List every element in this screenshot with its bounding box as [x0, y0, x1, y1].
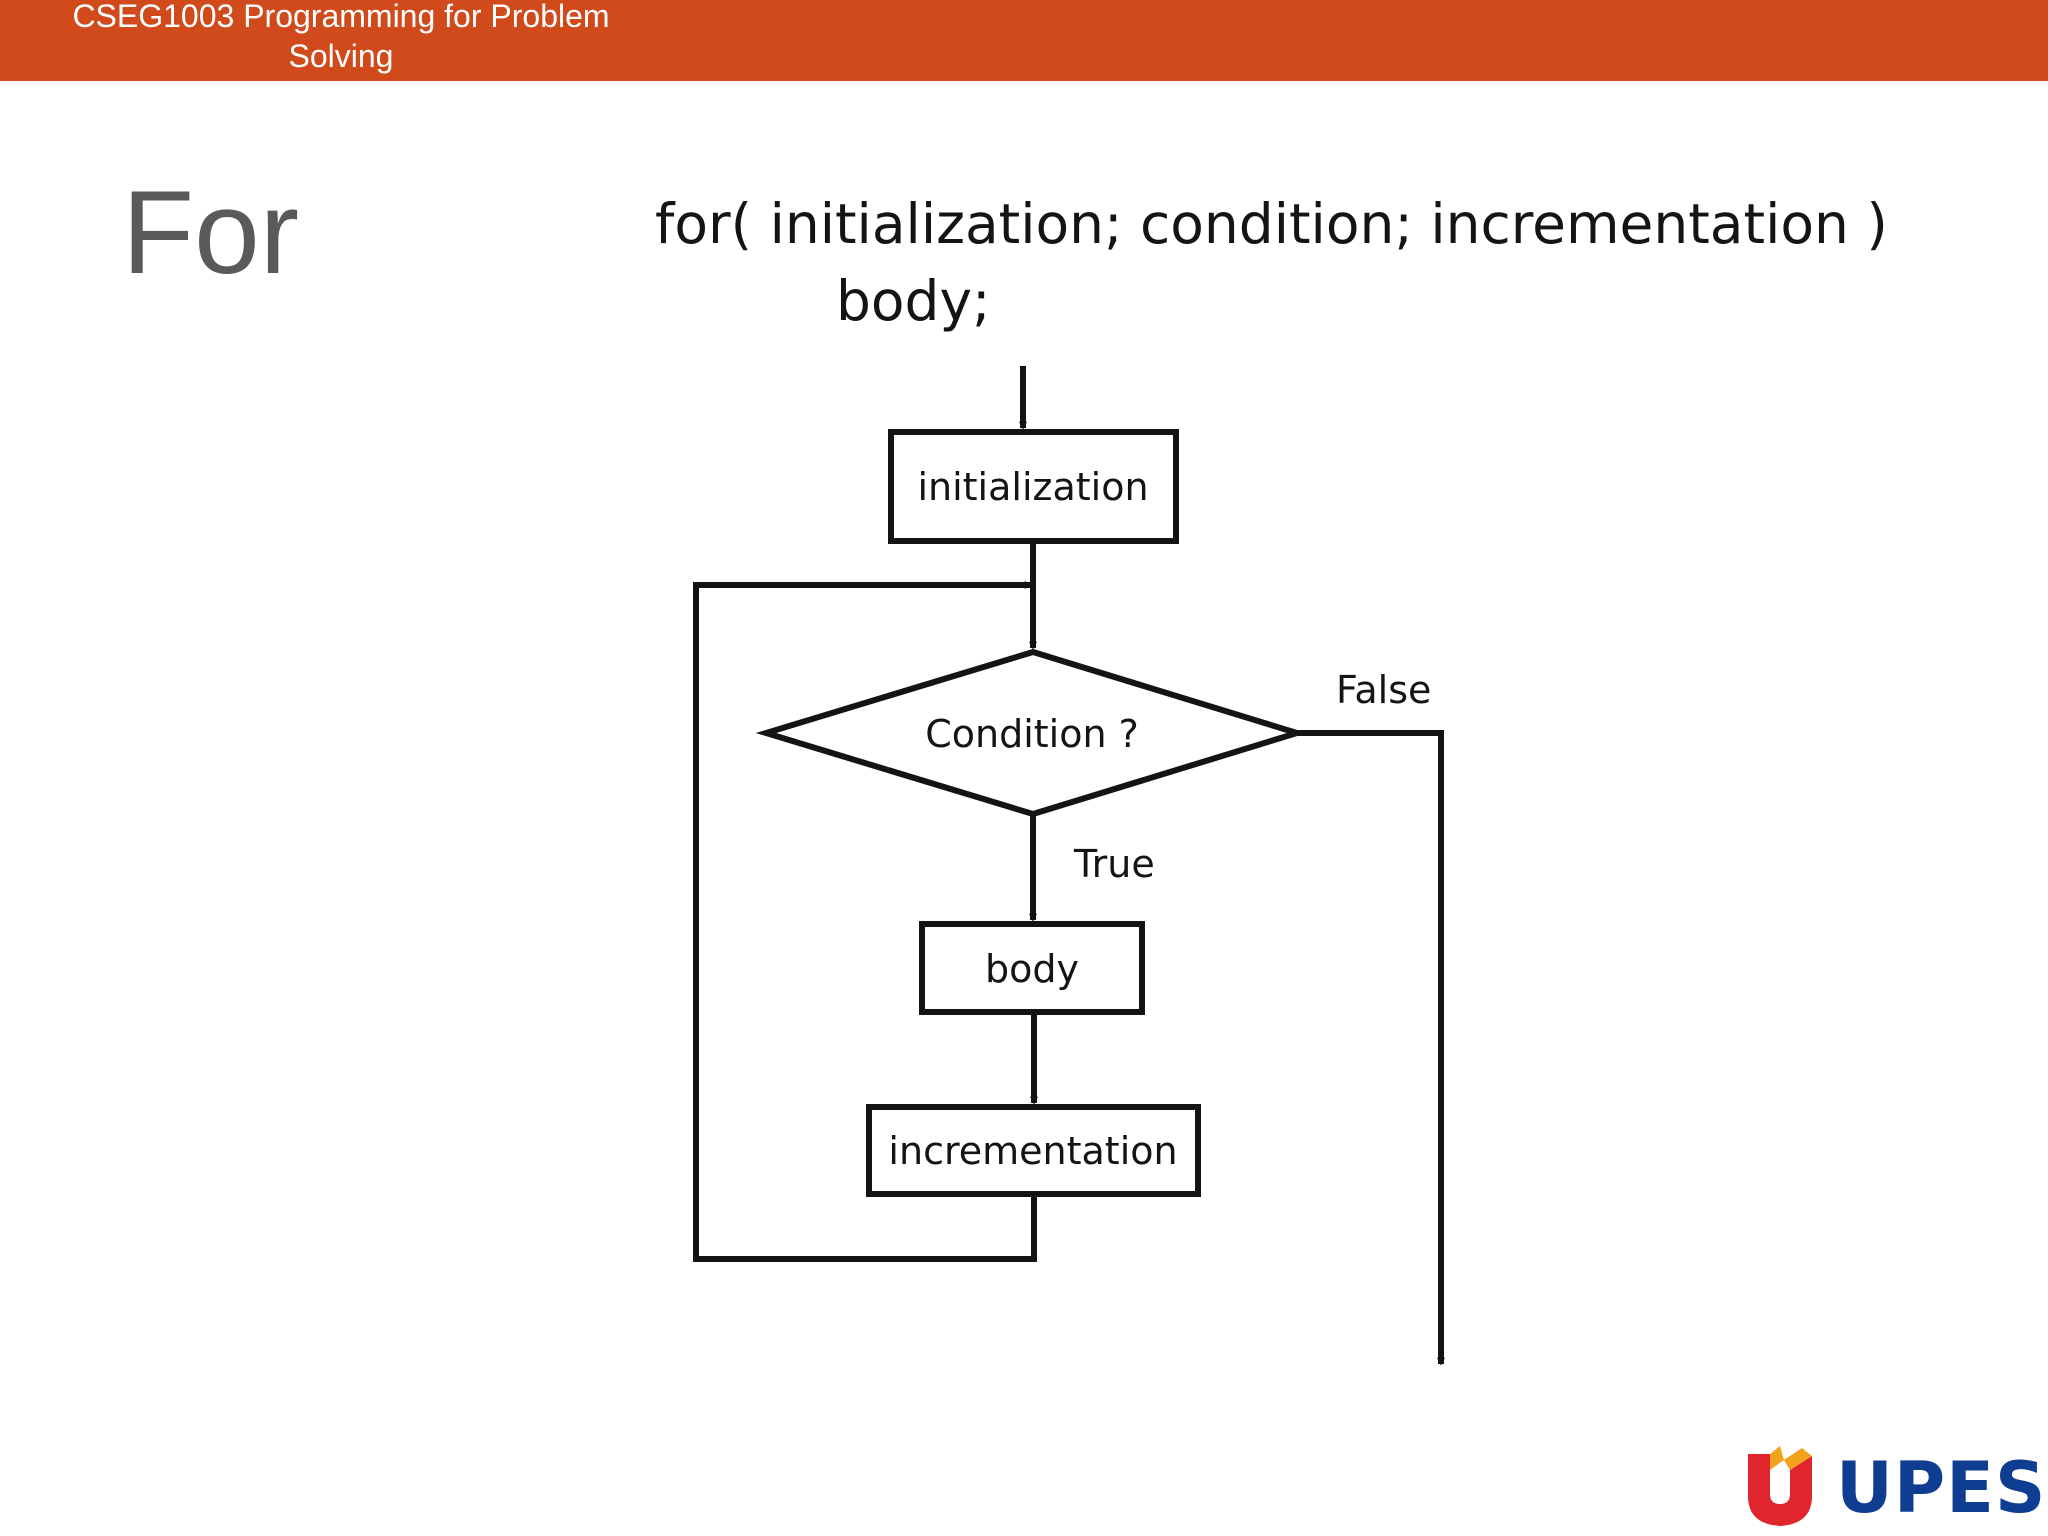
false-label: False: [1336, 668, 1431, 712]
upes-logo-text: UPES: [1836, 1447, 2047, 1529]
incrementation-label: incrementation: [888, 1129, 1177, 1173]
initialization-label: initialization: [917, 465, 1148, 509]
incrementation-box: [866, 1104, 1201, 1197]
false-branch-arrow: [1297, 730, 1441, 1364]
upes-shield-icon: [1748, 1446, 1812, 1526]
slide-title: For: [122, 167, 299, 299]
loop-back-line: [693, 585, 1037, 1262]
course-title: CSEG1003 Programming for Problem Solving: [72, 0, 610, 74]
header-bar: [0, 0, 2048, 81]
syntax-line-body: body;: [836, 269, 991, 333]
syntax-line-for: for( initialization; condition; incremen…: [655, 192, 1888, 256]
condition-label: Condition ?: [925, 712, 1139, 756]
true-label: True: [1073, 842, 1155, 886]
body-label: body: [985, 947, 1079, 991]
